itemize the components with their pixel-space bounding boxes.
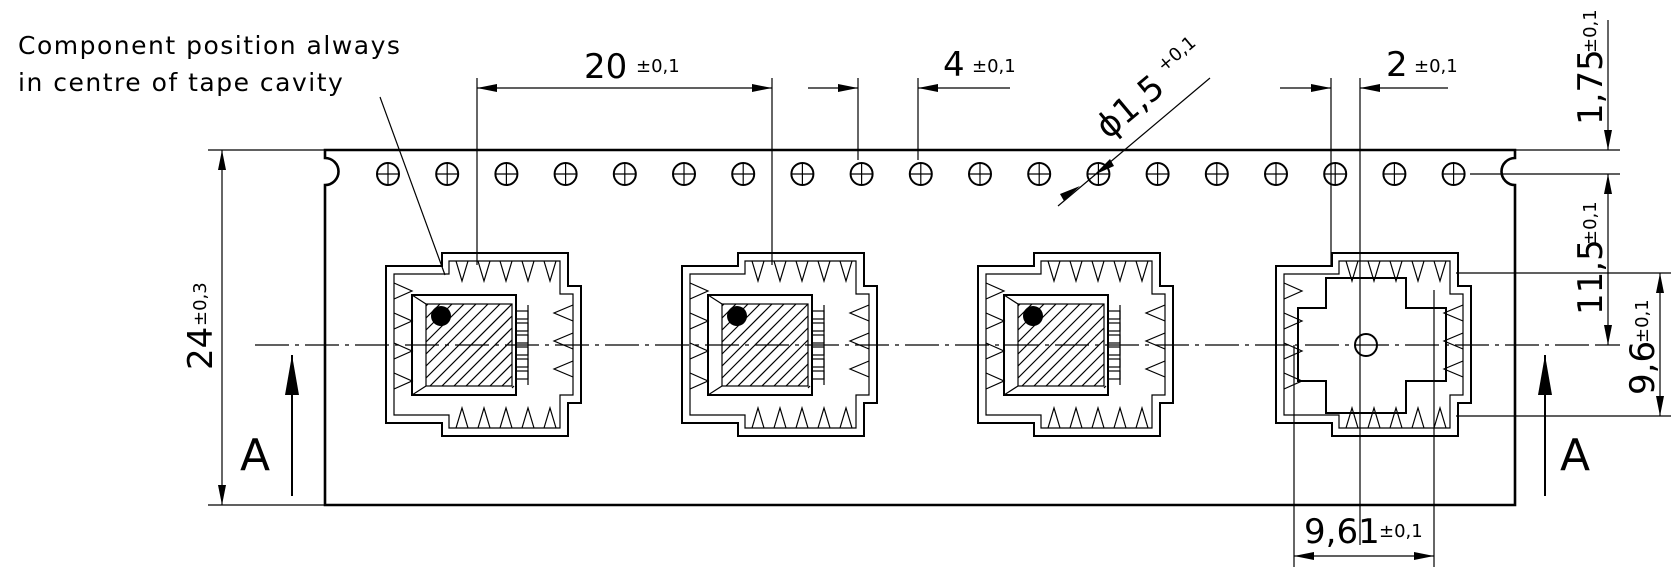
sprocket-hole: [1145, 162, 1170, 186]
tape-pocket: [1275, 252, 1472, 437]
sprocket-hole: [1086, 162, 1111, 186]
sprocket-hole: [1382, 162, 1407, 186]
hole-diameter-tolerance: +0,1: [1153, 32, 1200, 76]
hole-to-cavity-value: 11,5: [1571, 239, 1611, 315]
pitch-tolerance: ±0,1: [636, 56, 680, 77]
sprocket-hole: [731, 162, 756, 186]
hole-pitch-value: 4: [943, 45, 965, 85]
tape-width-value: 24: [181, 327, 221, 370]
sprocket-hole: [908, 162, 933, 186]
note-line-1: Component position always: [18, 31, 401, 60]
hole-offset-dimension: 2 ±0,1: [1280, 45, 1458, 545]
hole-offset-value: 2: [1386, 45, 1408, 85]
sprocket-hole: [1441, 162, 1466, 186]
right-vertical-dimensions: 1,75 ±0,1 11,5 ±0,1 9,6 ±0,1: [1456, 9, 1671, 417]
sprocket-hole: [553, 162, 578, 186]
hole-pitch-tolerance: ±0,1: [972, 56, 1016, 77]
sprocket-hole: [376, 162, 400, 186]
edge-to-hole-tolerance: ±0,1: [1580, 9, 1601, 53]
tape-width-dimension: 24 ±0,3: [181, 149, 325, 506]
sprocket-hole: [1204, 162, 1229, 186]
edge-to-hole-value: 1,75: [1571, 49, 1611, 125]
sprocket-hole: [435, 162, 460, 186]
hole-offset-tolerance: ±0,1: [1414, 56, 1458, 77]
tape-outline: [323, 148, 1517, 507]
cavity-width-value: 9,61: [1304, 512, 1380, 552]
tape-pocket: [977, 252, 1174, 437]
tape-pocket: [681, 252, 878, 437]
sprocket-hole: [849, 162, 874, 186]
sprocket-hole: [672, 162, 696, 186]
sprocket-hole: [790, 162, 815, 186]
note-leader: [379, 96, 446, 276]
tape-width-tolerance: ±0,3: [190, 282, 211, 326]
note-line-2: in centre of tape cavity: [18, 68, 344, 97]
hole-diameter-value: ϕ1,5: [1088, 67, 1172, 147]
cavity-width-dimension: 9,61 ±0,1: [1293, 290, 1435, 567]
section-label-left: A: [240, 430, 270, 481]
pitch-value: 20: [584, 47, 627, 87]
tape-pockets: [385, 252, 1472, 437]
placement-note: Component position always in centre of t…: [18, 31, 446, 276]
section-marker-right: A: [1538, 355, 1590, 496]
section-marker-left: A: [240, 355, 299, 496]
cavity-length-tolerance: ±0,1: [1632, 299, 1653, 343]
sprocket-hole: [1264, 162, 1288, 186]
sprocket-holes: [376, 162, 1466, 186]
pitch-dimension: 20 ±0,1: [476, 47, 773, 265]
cavity-width-tolerance: ±0,1: [1379, 521, 1423, 542]
sprocket-hole: [968, 162, 992, 186]
hole-to-cavity-tolerance: ±0,1: [1580, 201, 1601, 245]
cavity-length-value: 9,6: [1623, 341, 1663, 395]
sprocket-hole: [612, 162, 637, 186]
hole-diameter-dimension: ϕ1,5 +0,1: [1057, 32, 1211, 207]
sprocket-hole: [1027, 162, 1052, 186]
hole-pitch-dimension: 4 ±0,1: [808, 45, 1016, 160]
sprocket-hole: [1323, 162, 1348, 186]
section-label-right: A: [1560, 430, 1590, 481]
sprocket-hole: [494, 162, 519, 186]
